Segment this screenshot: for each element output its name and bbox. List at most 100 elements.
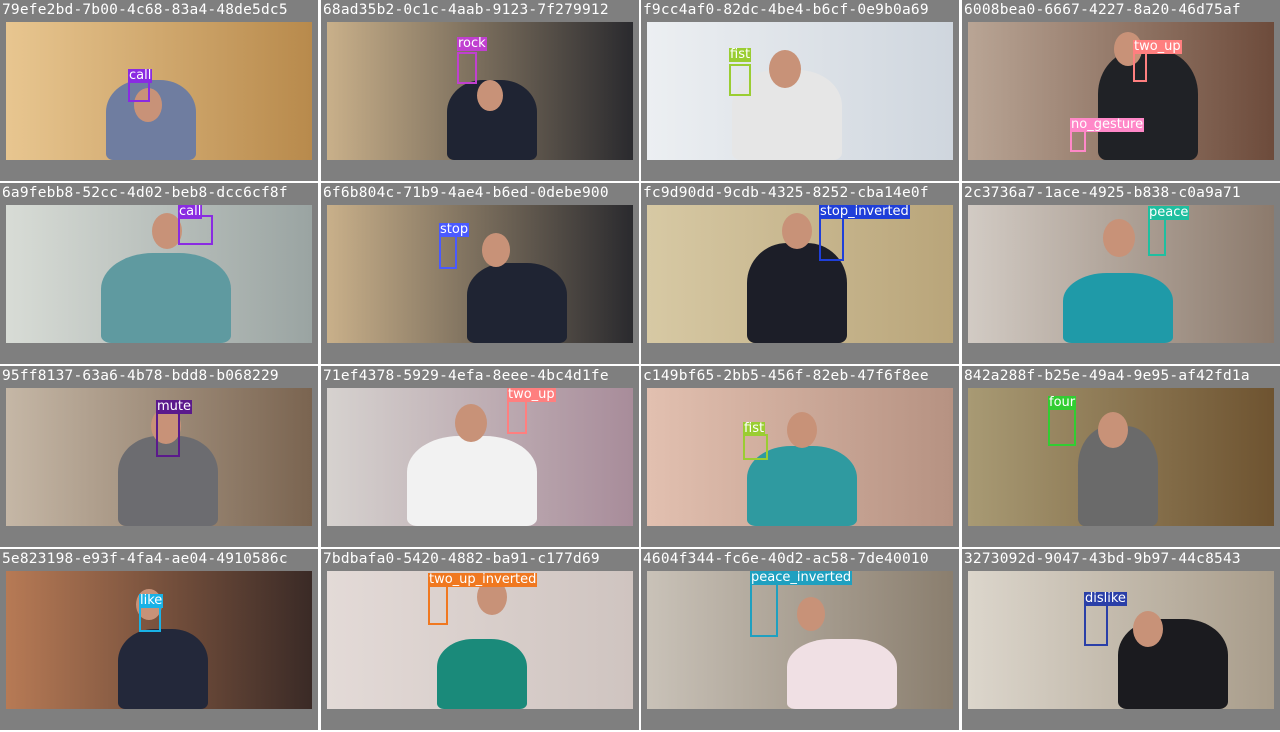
photo: dislike	[968, 571, 1274, 709]
photo: peace_inverted	[647, 571, 953, 709]
gesture-label: stop_inverted	[819, 205, 910, 219]
gesture-label: call	[178, 205, 203, 219]
image-id: 5e823198-e93f-4fa4-ae04-4910586c	[2, 551, 288, 567]
gesture-label: stop	[439, 222, 470, 237]
image-tile: 6a9febb8-52cc-4d02-beb8-dcc6cf8f call	[0, 183, 318, 364]
image-id: 6a9febb8-52cc-4d02-beb8-dcc6cf8f	[2, 185, 288, 201]
image-tile: fc9d90dd-9cdb-4325-8252-cba14e0f stop_inv…	[641, 183, 959, 364]
person-body	[1063, 273, 1173, 343]
image-tile: 2c3736a7-1ace-4925-b838-c0a9a71 peace	[962, 183, 1280, 364]
photo: like	[6, 571, 312, 709]
gesture-bounding-box	[819, 217, 844, 261]
person-head	[1103, 219, 1135, 258]
person-head	[455, 404, 487, 443]
image-id: 6008bea0-6667-4227-8a20-46d75af	[964, 2, 1241, 18]
gesture-bounding-box	[156, 412, 180, 457]
gesture-label: four	[1048, 395, 1077, 410]
photo: call	[6, 22, 312, 160]
gesture-label: fist	[729, 47, 752, 62]
image-tile: 842a288f-b25e-49a4-9e95-af42fd1a four	[962, 366, 1280, 547]
person-head	[769, 50, 801, 89]
person-head	[482, 233, 510, 267]
person-body	[467, 263, 567, 343]
image-tile: 4604f344-fc6e-40d2-ac58-7de40010 peace_in…	[641, 549, 959, 730]
person-head	[152, 213, 182, 249]
image-tile: f9cc4af0-82dc-4be4-b6cf-0e9b0a69 fist	[641, 0, 959, 181]
gesture-label: peace_inverted	[750, 571, 853, 585]
person-head	[787, 412, 817, 448]
image-id: c149bf65-2bb5-456f-82eb-47f6f8ee	[643, 368, 929, 384]
gesture-bounding-box	[428, 585, 448, 625]
image-tile: 7bdbafa0-5420-4882-ba91-c177d69 two_up_in…	[321, 549, 639, 730]
gesture-bounding-box	[1084, 604, 1108, 646]
image-id: f9cc4af0-82dc-4be4-b6cf-0e9b0a69	[643, 2, 929, 18]
photo: stop_inverted	[647, 205, 953, 343]
person-head	[1133, 611, 1163, 647]
person-body	[101, 253, 231, 343]
image-id: fc9d90dd-9cdb-4325-8252-cba14e0f	[643, 185, 929, 201]
photo: four	[968, 388, 1274, 526]
gesture-label: call	[128, 68, 153, 83]
photo: stop	[327, 205, 633, 343]
gesture-label: peace	[1148, 205, 1190, 220]
person-body	[1098, 50, 1198, 160]
person-body	[787, 639, 897, 709]
image-id: 4604f344-fc6e-40d2-ac58-7de40010	[643, 551, 929, 567]
image-id: 842a288f-b25e-49a4-9e95-af42fd1a	[964, 368, 1250, 384]
gesture-bounding-box	[178, 215, 213, 245]
image-tile: 5e823198-e93f-4fa4-ae04-4910586c like	[0, 549, 318, 730]
image-tile: 6008bea0-6667-4227-8a20-46d75af two_up no_…	[962, 0, 1280, 181]
image-id: 2c3736a7-1ace-4925-b838-c0a9a71	[964, 185, 1241, 201]
image-tile: 6f6b804c-71b9-4ae4-b6ed-0debe900 stop	[321, 183, 639, 364]
photo: two_up	[327, 388, 633, 526]
photo: two_up no_gesture	[968, 22, 1274, 160]
gesture-label: like	[139, 593, 164, 608]
person-body	[118, 629, 208, 709]
photo: mute	[6, 388, 312, 526]
person-body	[437, 639, 527, 709]
gesture-label: rock	[457, 36, 487, 51]
photo: fist	[647, 388, 953, 526]
person-head	[797, 597, 825, 631]
gesture-bounding-box	[1048, 408, 1076, 446]
image-id: 6f6b804c-71b9-4ae4-b6ed-0debe900	[323, 185, 609, 201]
person-head	[1098, 412, 1128, 448]
gesture-label: dislike	[1084, 591, 1127, 606]
image-tile: 68ad35b2-0c1c-4aab-9123-7f279912 rock	[321, 0, 639, 181]
image-id: 79efe2bd-7b00-4c68-83a4-48de5dc5	[2, 2, 288, 18]
image-id: 95ff8137-63a6-4b78-bdd8-b068229	[2, 368, 279, 384]
gesture-label: two_up	[507, 388, 556, 402]
person-head	[782, 213, 812, 249]
image-id: 3273092d-9047-43bd-9b97-44c8543	[964, 551, 1241, 567]
person-head	[477, 80, 503, 112]
image-tile: 71ef4378-5929-4efa-8eee-4bc4d1fe two_up	[321, 366, 639, 547]
photo: rock	[327, 22, 633, 160]
photo: peace	[968, 205, 1274, 343]
gesture-label: two_up_inverted	[428, 572, 538, 587]
gesture-bounding-box	[1133, 52, 1147, 82]
gesture-bounding-box	[729, 64, 751, 96]
photo: fist	[647, 22, 953, 160]
gesture-bounding-box	[743, 434, 768, 460]
image-id: 71ef4378-5929-4efa-8eee-4bc4d1fe	[323, 368, 609, 384]
person-body	[407, 436, 537, 526]
image-id: 68ad35b2-0c1c-4aab-9123-7f279912	[323, 2, 609, 18]
gesture-bounding-box	[139, 606, 161, 632]
image-tile: c149bf65-2bb5-456f-82eb-47f6f8ee fist	[641, 366, 959, 547]
photo: call	[6, 205, 312, 343]
image-id: 7bdbafa0-5420-4882-ba91-c177d69	[323, 551, 600, 567]
image-tile: 3273092d-9047-43bd-9b97-44c8543 dislike	[962, 549, 1280, 730]
gesture-label: no_gesture	[1070, 117, 1145, 132]
gesture-label: fist	[743, 421, 766, 436]
gesture-bounding-box	[750, 583, 778, 637]
gesture-bounding-box	[1148, 218, 1166, 256]
photo: two_up_inverted	[327, 571, 633, 709]
gesture-bounding-box	[457, 52, 477, 84]
gesture-bounding-box	[439, 235, 457, 269]
gesture-label: mute	[156, 399, 192, 414]
gesture-label: two_up	[1133, 39, 1182, 54]
person-body	[118, 436, 218, 526]
image-tile: 95ff8137-63a6-4b78-bdd8-b068229 mute	[0, 366, 318, 547]
image-tile: 79efe2bd-7b00-4c68-83a4-48de5dc5 call	[0, 0, 318, 181]
